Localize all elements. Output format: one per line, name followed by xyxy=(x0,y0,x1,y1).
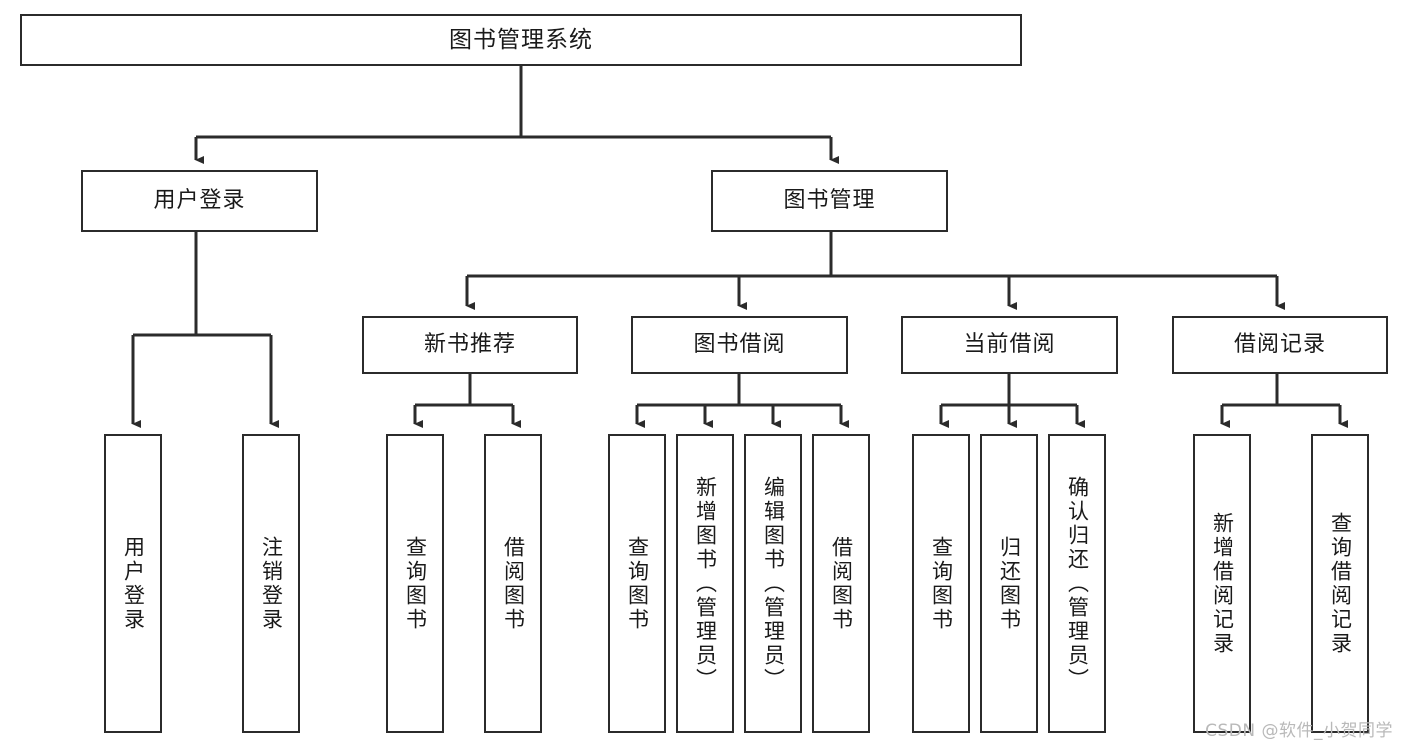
leaf-query-borrow-record[interactable]: 查询借阅记录 xyxy=(1311,434,1369,733)
node-label: 图书管理系统 xyxy=(449,26,593,53)
node-label: 新增借阅记录 xyxy=(1210,511,1235,656)
leaf-add-borrow-record[interactable]: 新增借阅记录 xyxy=(1193,434,1251,733)
node-root-system[interactable]: 图书管理系统 xyxy=(20,14,1022,66)
leaf-return-book[interactable]: 归还图书 xyxy=(980,434,1038,733)
node-label: 确认归还（管理员） xyxy=(1065,475,1090,692)
node-user-login[interactable]: 用户登录 xyxy=(81,170,318,232)
node-label: 用户登录 xyxy=(153,188,246,214)
node-current-borrow[interactable]: 当前借阅 xyxy=(901,316,1118,374)
node-label: 借阅记录 xyxy=(1233,332,1326,358)
node-label: 用户登录 xyxy=(121,535,146,632)
leaf-query-book-borrow[interactable]: 查询图书 xyxy=(608,434,666,733)
leaf-borrow-book-recommend[interactable]: 借阅图书 xyxy=(484,434,542,733)
node-book-borrow[interactable]: 图书借阅 xyxy=(631,316,848,374)
node-label: 查询借阅记录 xyxy=(1328,511,1353,656)
node-label: 新书推荐 xyxy=(423,332,516,358)
leaf-confirm-return-admin[interactable]: 确认归还（管理员） xyxy=(1048,434,1106,733)
leaf-add-book-admin[interactable]: 新增图书（管理员） xyxy=(676,434,734,733)
node-label: 图书管理 xyxy=(783,188,876,214)
leaf-user-login[interactable]: 用户登录 xyxy=(104,434,162,733)
node-label: 编辑图书（管理员） xyxy=(761,475,786,692)
node-label: 借阅图书 xyxy=(501,535,526,632)
node-label: 借阅图书 xyxy=(829,535,854,632)
node-label: 图书借阅 xyxy=(693,332,786,358)
node-label: 注销登录 xyxy=(259,535,284,632)
node-book-management[interactable]: 图书管理 xyxy=(711,170,948,232)
leaf-logout[interactable]: 注销登录 xyxy=(242,434,300,733)
node-borrow-records[interactable]: 借阅记录 xyxy=(1172,316,1388,374)
node-label: 查询图书 xyxy=(403,535,428,632)
leaf-query-book-current[interactable]: 查询图书 xyxy=(912,434,970,733)
node-label: 查询图书 xyxy=(625,535,650,632)
node-label: 当前借阅 xyxy=(963,332,1056,358)
leaf-edit-book-admin[interactable]: 编辑图书（管理员） xyxy=(744,434,802,733)
node-label: 新增图书（管理员） xyxy=(693,475,718,692)
leaf-borrow-book[interactable]: 借阅图书 xyxy=(812,434,870,733)
node-label: 归还图书 xyxy=(997,535,1022,632)
leaf-query-book-recommend[interactable]: 查询图书 xyxy=(386,434,444,733)
node-label: 查询图书 xyxy=(929,535,954,632)
node-new-book-recommend[interactable]: 新书推荐 xyxy=(362,316,578,374)
